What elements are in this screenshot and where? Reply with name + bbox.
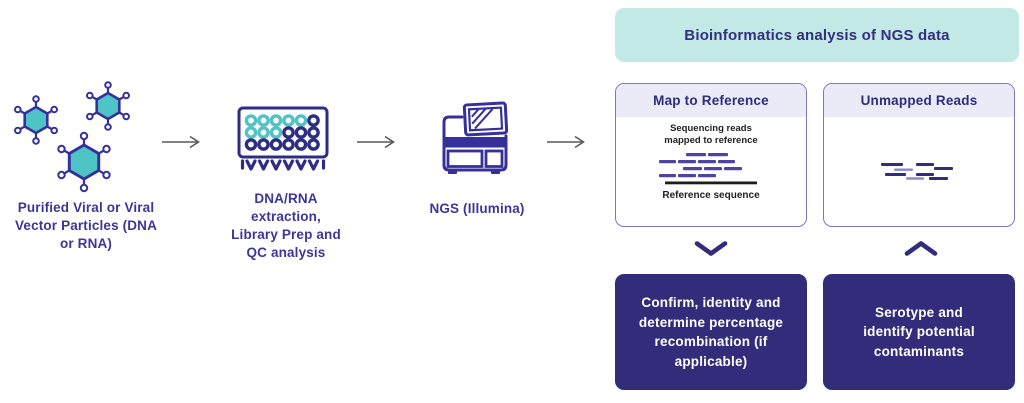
- ngs-stage: [438, 100, 514, 189]
- well-plate-icon: [237, 106, 329, 171]
- chevron-up-icon: [904, 241, 938, 256]
- map-reference-card: Map to Reference Sequencing reads mapped…: [615, 83, 807, 227]
- mapped-reads-diagram-icon: [659, 153, 757, 185]
- plate-stage: [237, 106, 329, 179]
- unmapped-reads-card-body: [824, 117, 1014, 226]
- virus-stage: [8, 78, 138, 198]
- arrow-right-icon: [357, 135, 395, 149]
- unmapped-reads-card: Unmapped Reads: [823, 83, 1015, 227]
- unmapped-reads-title: Unmapped Reads: [860, 93, 978, 108]
- plate-stage-label: DNA/RNA extraction, Library Prep and QC …: [231, 191, 341, 260]
- banner-title: Bioinformatics analysis of NGS data: [684, 26, 950, 44]
- ngs-stage-label: NGS (Illumina): [429, 201, 525, 216]
- caption-reference-sequence: Reference sequence: [662, 190, 760, 201]
- outcome-mapped-text: Confirm, identity and determine percenta…: [638, 295, 784, 369]
- map-reference-card-body: Sequencing reads mapped to reference Ref…: [616, 117, 806, 226]
- reference-sequence-line: [665, 181, 757, 185]
- virus-particles-icon: [14, 81, 130, 193]
- outcome-mapped-card: Confirm, identity and determine percenta…: [615, 274, 807, 390]
- arrow-right-icon: [547, 135, 585, 149]
- arrow-right-icon: [162, 135, 200, 149]
- caption-sequencing-reads: Sequencing reads mapped to reference: [664, 123, 758, 146]
- bioinformatics-banner: Bioinformatics analysis of NGS data: [615, 8, 1019, 62]
- unmapped-reads-diagram-icon: [881, 162, 953, 180]
- outcome-unmapped-text: Serotype and identify potential contamin…: [863, 304, 975, 359]
- map-reference-title: Map to Reference: [653, 93, 769, 108]
- outcome-unmapped-card: Serotype and identify potential contamin…: [823, 274, 1015, 390]
- sequencer-icon: [442, 101, 509, 174]
- map-reference-card-header: Map to Reference: [616, 84, 806, 117]
- virus-stage-label: Purified Viral or Viral Vector Particles…: [15, 200, 157, 251]
- unmapped-reads-card-header: Unmapped Reads: [824, 84, 1014, 117]
- chevron-down-icon: [694, 241, 728, 256]
